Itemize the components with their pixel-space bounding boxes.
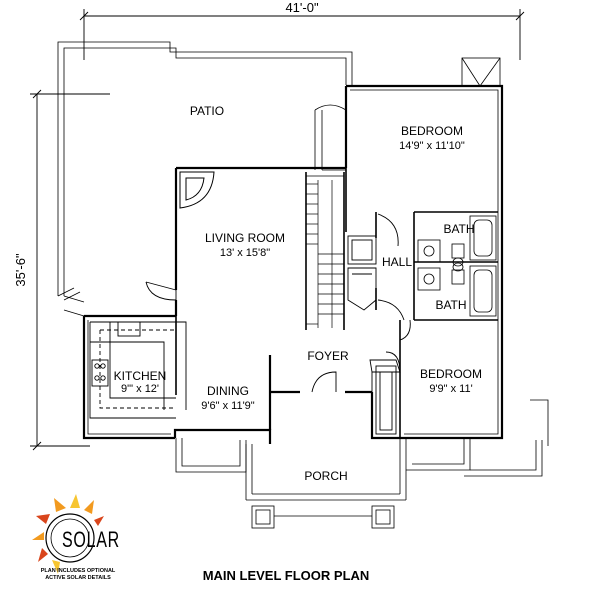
kitchen-size: 9"' x 12' [121,383,159,395]
hall-label: HALL [382,255,412,269]
depth-dimension-line [30,89,110,451]
bath1-label: BATH [443,222,474,236]
fireplace [179,171,215,209]
porch-label: PORCH [304,469,347,483]
kitchen-door [63,295,85,317]
bedroom2-size: 9'9" x 11' [429,383,472,395]
bath2-label: BATH [435,298,466,312]
exterior-walls [82,84,504,444]
width-dimension: 41'-0" [285,0,319,15]
width-dimension-line [79,9,525,60]
dining-label: DINING [207,384,249,398]
logo-ring [45,513,95,563]
foyer-label: FOYER [307,349,349,363]
living-room-size: 13' x 15'8" [220,247,270,259]
living-room-label: LIVING ROOM [205,231,285,245]
dining-size: 9'6" x 11'9" [201,400,254,412]
stairs [306,175,344,328]
corner-detail [461,57,501,87]
front-door [311,319,411,393]
porch-outline [175,399,549,529]
sun-rays-icon [32,494,104,574]
bedroom2-closet [375,365,397,435]
bedroom1-label: BEDROOM [401,124,463,138]
plan-title: MAIN LEVEL FLOOR PLAN [203,568,370,583]
logo-note-line2: ACTIVE SOLAR DETAILS [45,575,111,581]
patio-label: PATIO [190,104,224,118]
logo-wordmark: SOLAR [62,527,120,552]
hall-closets [347,213,405,321]
bedroom1-size: 14'9" x 11'10" [399,140,465,152]
logo-note-line1: PLAN INCLUDES OPTIONAL [41,568,116,574]
solar-logo: SOLAR PLAN INCLUDES OPTIONAL ACTIVE SOLA… [32,494,120,581]
interior-walls [175,168,498,438]
bath-fixtures [417,215,497,317]
depth-dimension: 35'-6" [13,253,28,287]
kitchen-label: KITCHEN [114,369,167,383]
patio-outline [57,41,353,301]
bedroom2-label: BEDROOM [420,367,482,381]
kitchen-counters [89,281,187,419]
